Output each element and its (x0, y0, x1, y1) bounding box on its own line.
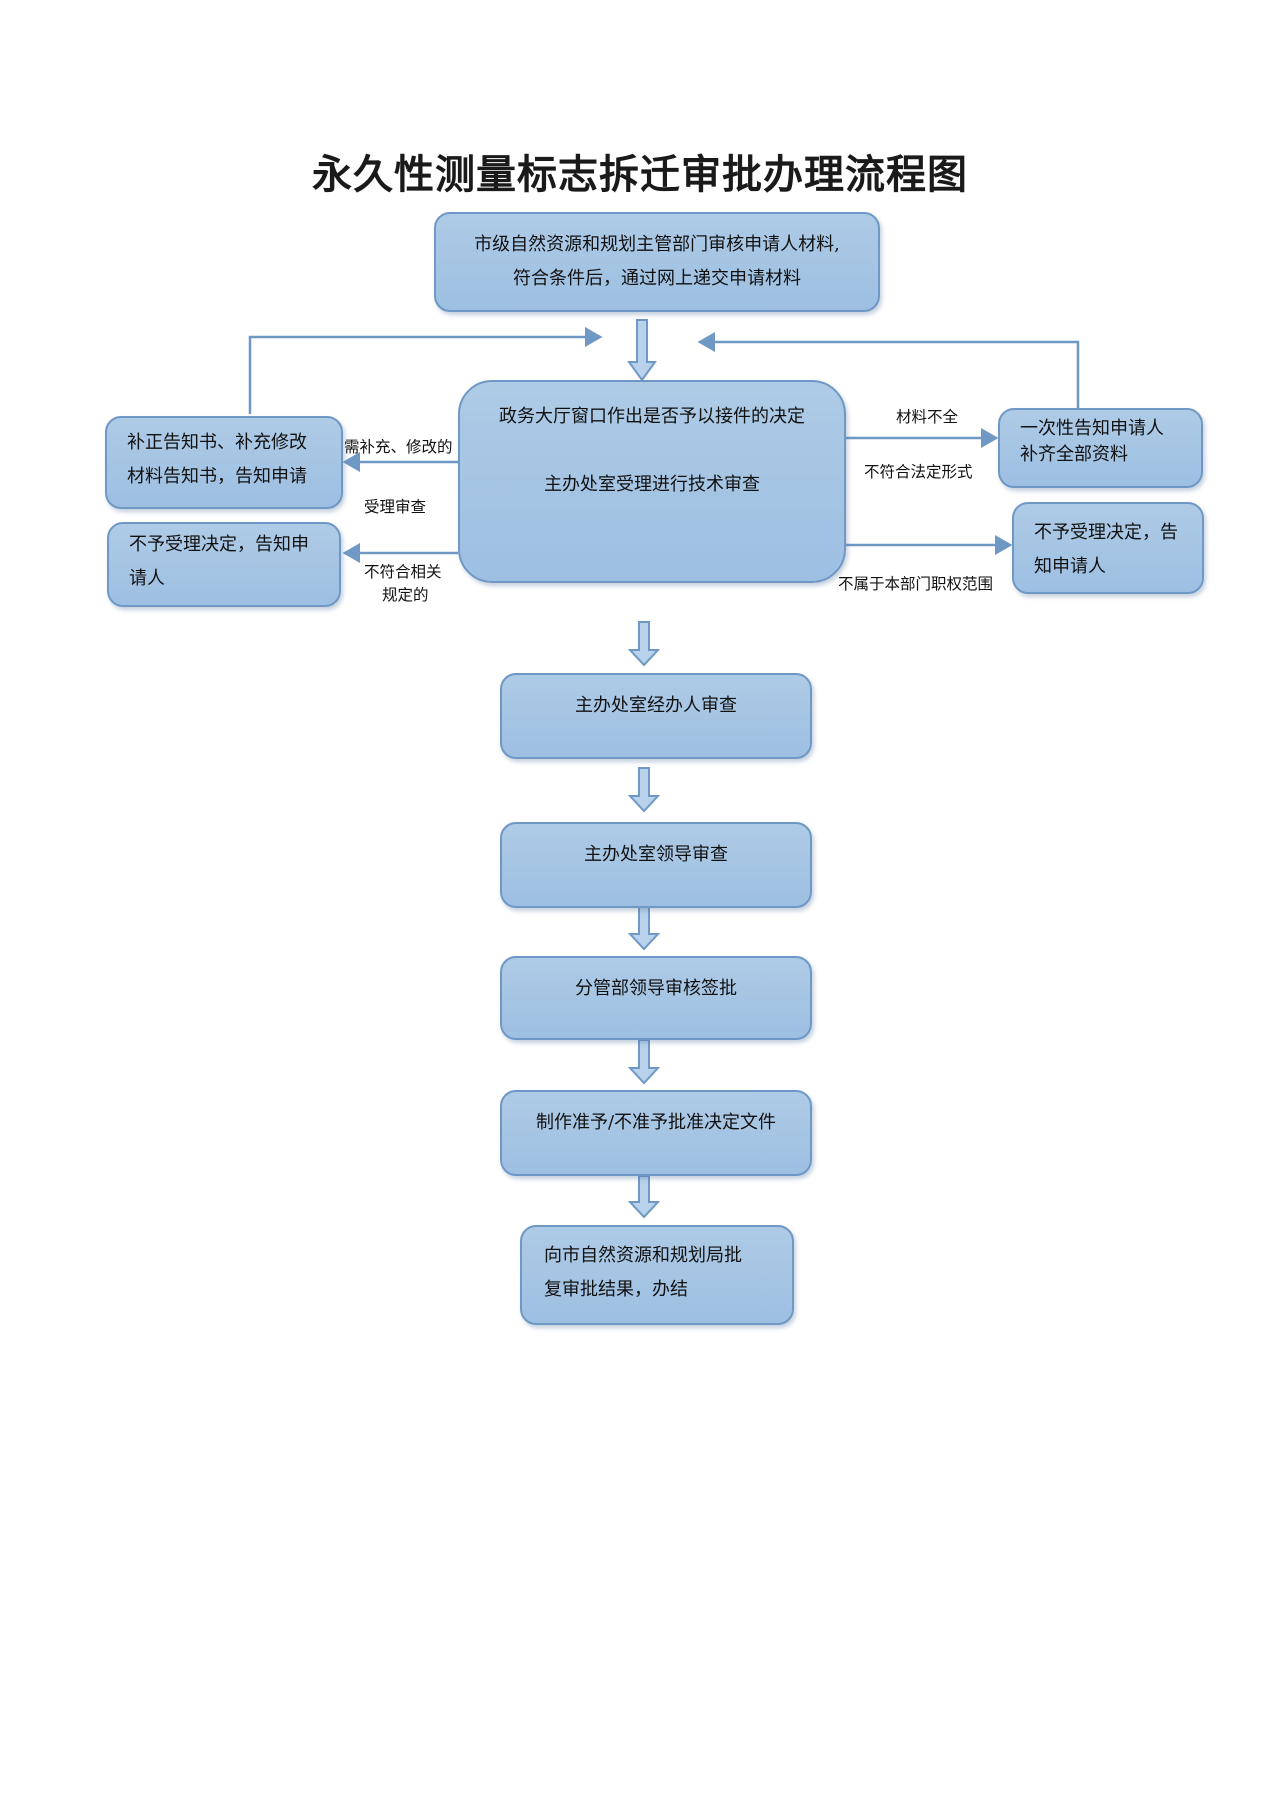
start-node-line-1: 市级自然资源和规划主管部门审核申请人材料, (474, 234, 840, 255)
page-title: 永久性测量标志拆迁审批办理流程图 (312, 152, 968, 198)
label-accept-review: 受理审查 (364, 498, 427, 516)
label-need-supplement: 需补充、修改的 (344, 438, 453, 456)
reject-right-line-2: 知申请人 (1034, 556, 1106, 577)
handler-review-node: 主办处室经办人审查 (500, 673, 812, 759)
label-incomplete: 材料不全 (896, 408, 959, 426)
reject-left-line-1: 不予受理决定，告知申 (129, 534, 309, 555)
dept-leader-sign-node: 分管部领导审核签批 (500, 956, 812, 1040)
start-node: 市级自然资源和规划主管部门审核申请人材料, 符合条件后，通过网上递交申请材料 (434, 212, 880, 312)
label-not-compliant-1: 不符合相关 (364, 563, 442, 581)
one-time-notice-node: 一次性告知申请人 补齐全部资料 (998, 408, 1203, 488)
label-out-of-scope: 不属于本部门职权范围 (838, 575, 994, 593)
reject-left-line-2: 请人 (129, 568, 165, 589)
start-node-line-2: 符合条件后，通过网上递交申请材料 (513, 268, 801, 289)
make-decision-node: 制作准予/不准予批准决定文件 (500, 1090, 812, 1176)
window-node-line-1: 政务大厅窗口作出是否予以接件的决定 (499, 406, 805, 427)
supplement-notice-line-2: 材料告知书，告知申请 (127, 466, 307, 487)
final-node-line-2: 复审批结果，办结 (544, 1279, 688, 1300)
supplement-notice-line-1: 补正告知书、补充修改 (127, 432, 307, 453)
one-time-notice-line-1: 一次性告知申请人 (1020, 418, 1164, 439)
reject-right-line-1: 不予受理决定，告 (1034, 522, 1178, 543)
one-time-notice-line-2: 补齐全部资料 (1020, 444, 1128, 465)
label-not-compliant-2: 规定的 (382, 586, 429, 604)
supplement-notice-node: 补正告知书、补充修改 材料告知书，告知申请 (105, 416, 343, 509)
window-node-line-2: 主办处室受理进行技术审查 (544, 474, 760, 495)
reject-right-node: 不予受理决定，告 知申请人 (1012, 502, 1204, 594)
window-decision-node: 政务大厅窗口作出是否予以接件的决定 主办处室受理进行技术审查 (458, 380, 846, 583)
down-arrows (627, 319, 661, 1219)
leader-review-node: 主办处室领导审查 (500, 822, 812, 908)
final-node-line-1: 向市自然资源和规划局批 (544, 1245, 742, 1266)
reject-left-node: 不予受理决定，告知申 请人 (107, 522, 341, 607)
final-node: 向市自然资源和规划局批 复审批结果，办结 (520, 1225, 794, 1325)
label-wrong-form: 不符合法定形式 (864, 463, 973, 481)
